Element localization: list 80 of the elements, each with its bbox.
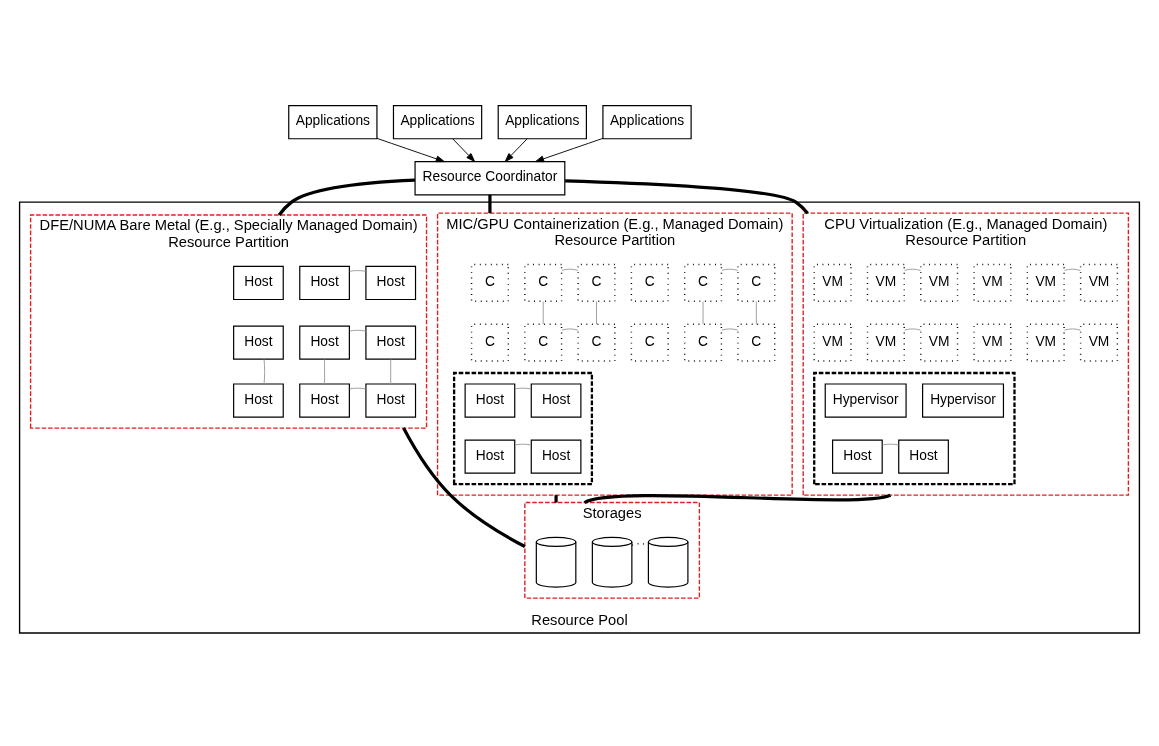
node-box: C bbox=[683, 263, 723, 303]
node-box: VM bbox=[1026, 263, 1065, 303]
node-box: C bbox=[577, 323, 616, 362]
connector bbox=[596, 301, 597, 325]
node-box: VM bbox=[1026, 323, 1065, 362]
node-box: C bbox=[630, 263, 669, 303]
node-box: Host bbox=[832, 439, 883, 474]
connector bbox=[565, 179, 809, 215]
connector bbox=[324, 359, 326, 385]
cluster bbox=[813, 371, 1016, 486]
node-box: Resource Coordinator bbox=[414, 161, 566, 196]
node-box: Applications bbox=[497, 105, 587, 140]
connector bbox=[702, 301, 704, 325]
node-box: Host bbox=[365, 383, 417, 418]
node-box: Host bbox=[530, 439, 582, 474]
node-box: C bbox=[524, 263, 563, 303]
connector bbox=[390, 359, 392, 385]
connector bbox=[402, 427, 526, 548]
node-box: C bbox=[737, 263, 776, 303]
node-box: VM bbox=[813, 263, 852, 303]
arrow bbox=[504, 138, 528, 162]
connector bbox=[263, 359, 266, 385]
cluster bbox=[452, 371, 594, 486]
connector bbox=[349, 387, 367, 390]
connector bbox=[561, 268, 579, 271]
node-box: Host bbox=[464, 439, 516, 474]
node-box: VM bbox=[1079, 323, 1119, 362]
node-box: Host bbox=[233, 265, 284, 301]
node-box: VM bbox=[1079, 263, 1119, 303]
connector bbox=[882, 443, 899, 446]
connector bbox=[349, 270, 367, 272]
connector bbox=[488, 194, 492, 214]
node-box: VM bbox=[920, 263, 959, 303]
connector bbox=[904, 268, 921, 271]
node-box: Applications bbox=[602, 105, 692, 140]
node-box: Host bbox=[365, 265, 417, 301]
connector bbox=[1064, 268, 1081, 271]
node-box: C bbox=[470, 323, 510, 362]
arrow bbox=[534, 137, 604, 163]
node-box: Applications bbox=[392, 105, 483, 140]
node-box: VM bbox=[973, 263, 1012, 303]
node-box: C bbox=[577, 263, 616, 303]
connector bbox=[721, 328, 739, 331]
connector bbox=[584, 493, 891, 505]
arrow bbox=[376, 137, 445, 163]
connector bbox=[277, 178, 416, 216]
node-box: Host bbox=[365, 325, 417, 360]
node-box: VM bbox=[813, 323, 852, 362]
node-box: C bbox=[630, 323, 669, 362]
connector bbox=[554, 495, 558, 503]
connector bbox=[904, 328, 921, 331]
node-box: Host bbox=[464, 383, 516, 418]
node-box: Applications bbox=[288, 105, 378, 140]
connector bbox=[721, 268, 739, 271]
node-box: Host bbox=[233, 383, 284, 418]
node-box: Host bbox=[299, 265, 350, 301]
connector bbox=[542, 301, 544, 325]
cluster: Storages bbox=[524, 501, 701, 599]
node-box: Host bbox=[233, 325, 284, 360]
node-box: C bbox=[524, 323, 563, 362]
node-box: VM bbox=[866, 323, 905, 362]
node-box: Host bbox=[898, 439, 949, 474]
connector bbox=[561, 328, 579, 331]
node-box: Host bbox=[299, 383, 350, 418]
connector bbox=[514, 443, 532, 446]
node-box: Hypervisor bbox=[922, 383, 1005, 418]
connector bbox=[1064, 328, 1081, 331]
node-box: VM bbox=[973, 323, 1012, 362]
node-box: VM bbox=[920, 323, 959, 362]
node-box: VM bbox=[866, 263, 905, 303]
node-box: Hypervisor bbox=[824, 383, 907, 418]
arrow bbox=[452, 138, 476, 162]
node-box: C bbox=[683, 323, 723, 362]
node-box: Host bbox=[299, 325, 350, 360]
node-box: C bbox=[470, 263, 510, 303]
node-box: Host bbox=[530, 383, 582, 418]
node-box: C bbox=[737, 323, 776, 362]
connector bbox=[755, 301, 757, 325]
connector bbox=[514, 387, 532, 390]
connector bbox=[349, 329, 367, 332]
